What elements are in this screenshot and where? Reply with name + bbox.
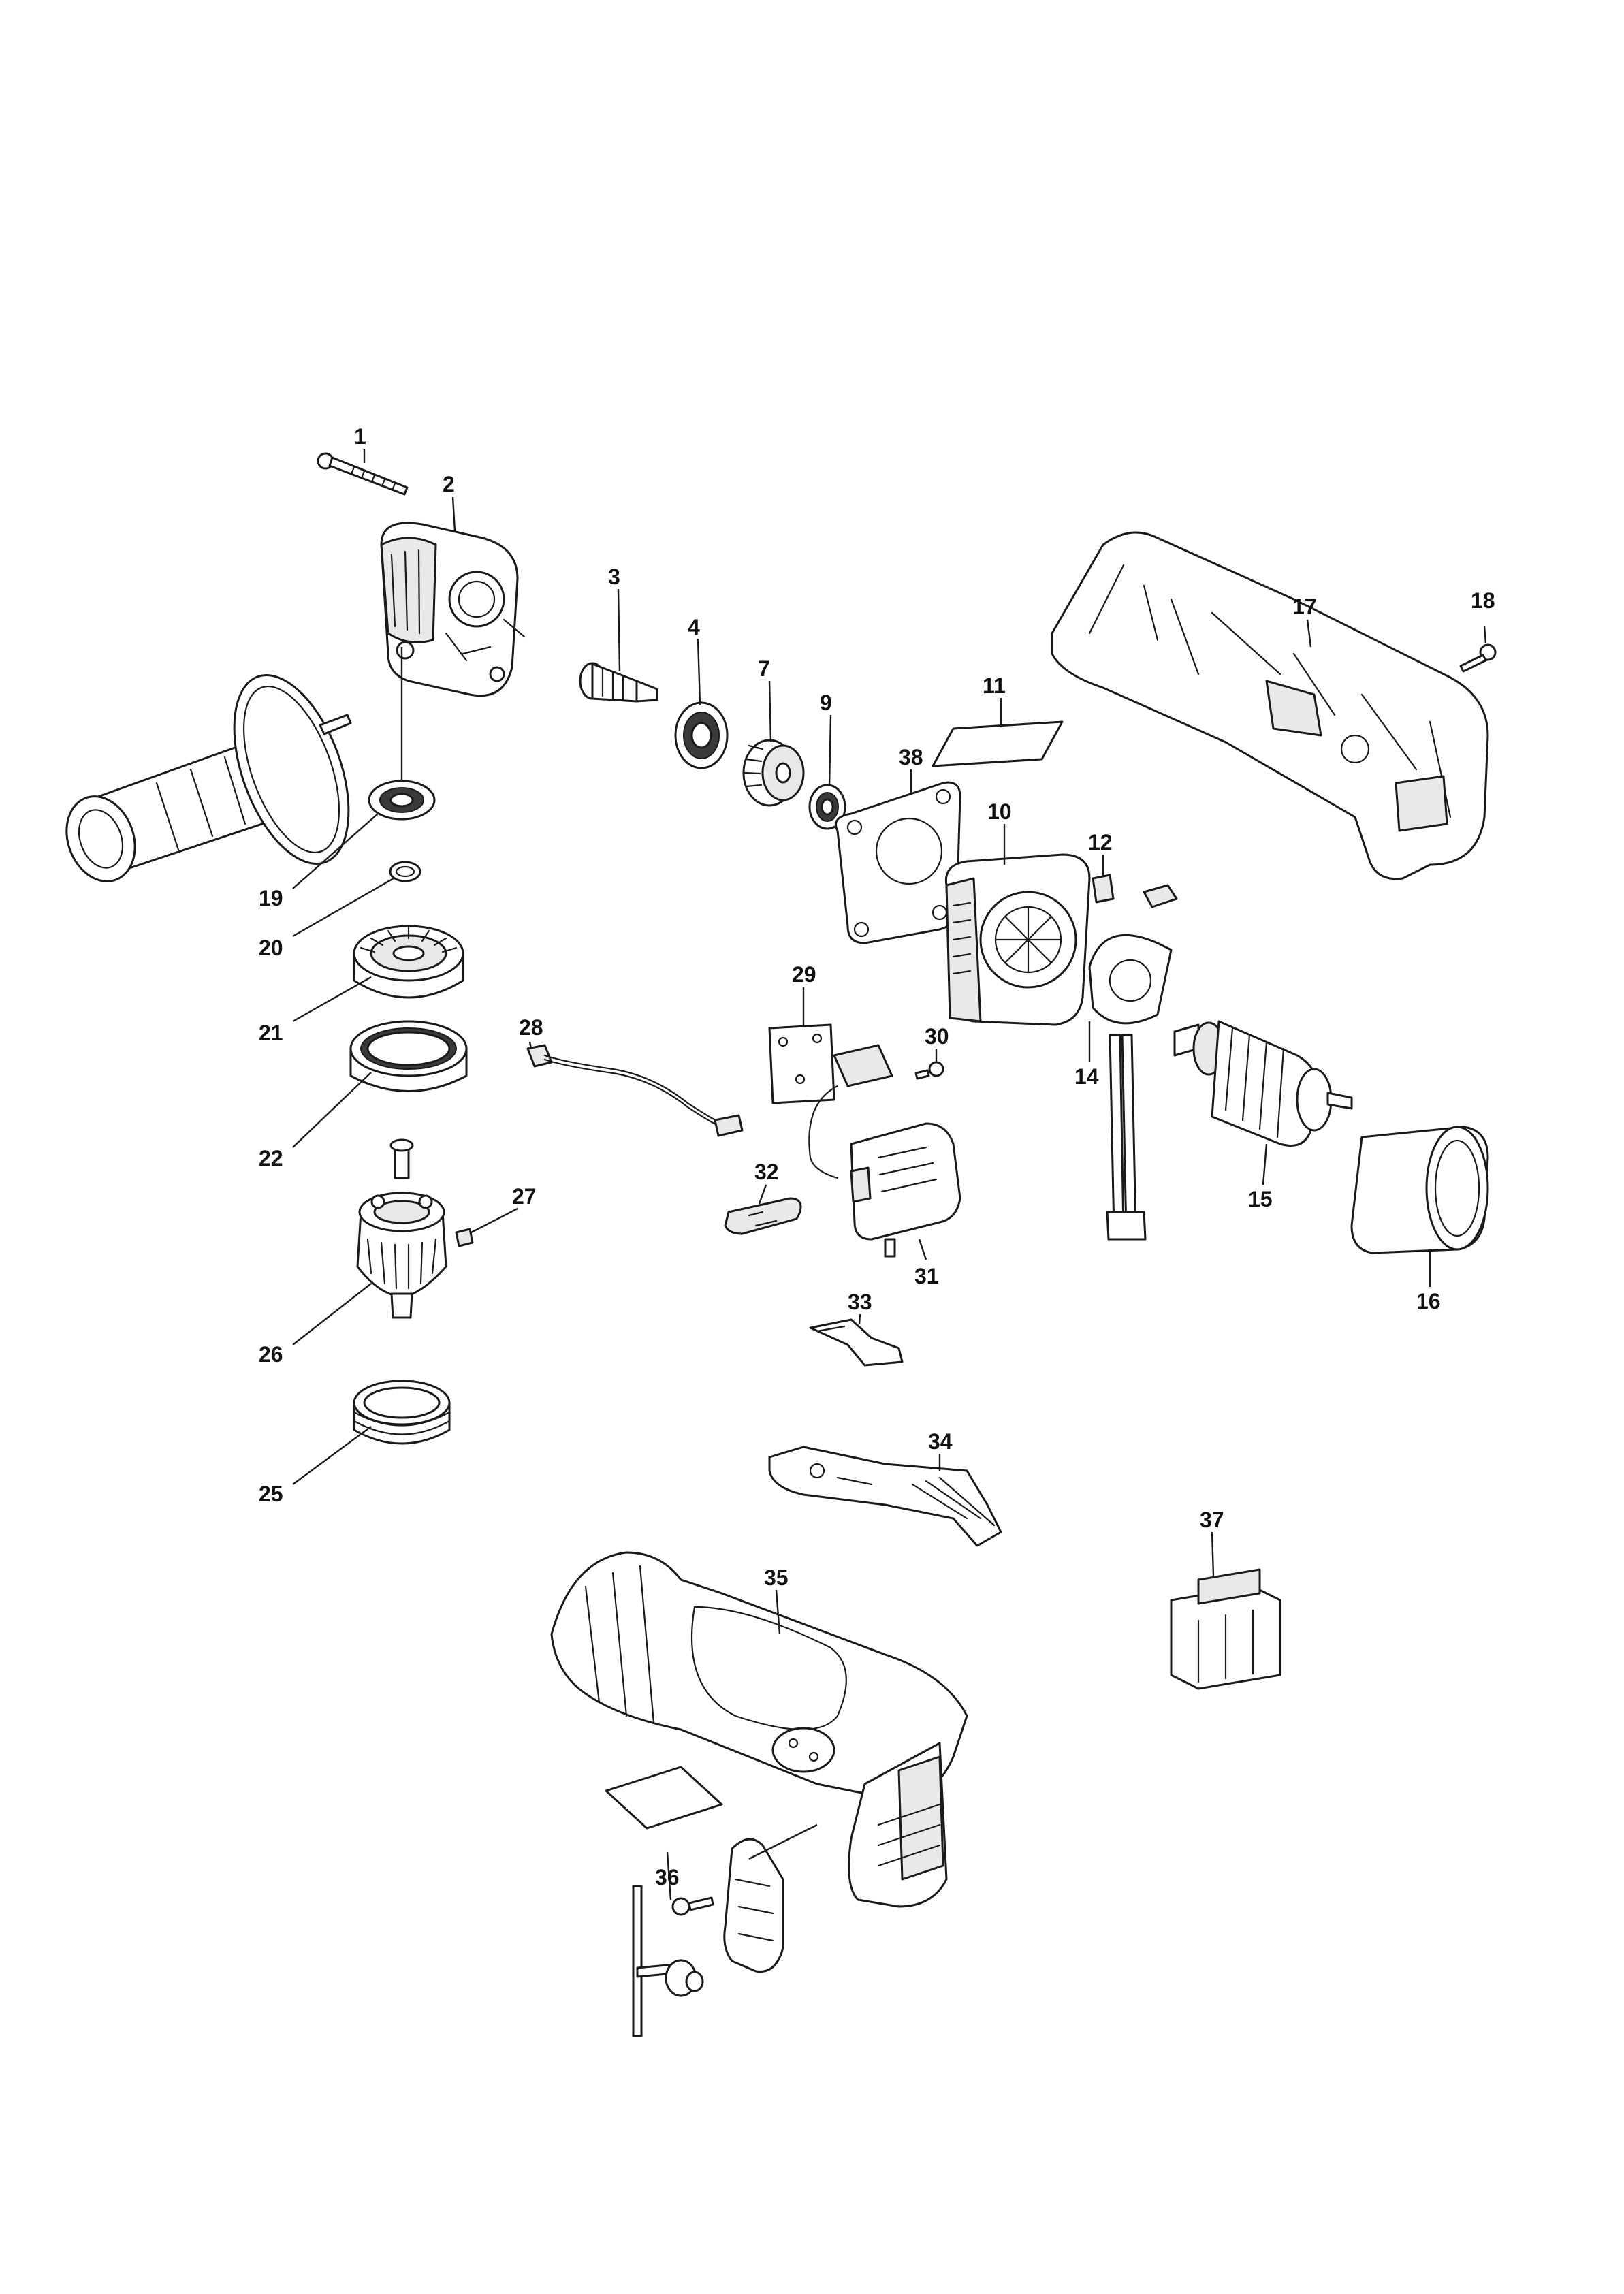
callout-32: 32 [754,1160,779,1184]
callout-9: 9 [820,690,832,715]
part-18-screw [1459,643,1497,673]
part-28-wire-harness [526,1044,744,1137]
part-36-accessories [605,1766,784,2037]
part-32-slide-button [724,1197,802,1235]
callout-30: 30 [925,1024,949,1049]
part-2-gear-housing [380,522,526,697]
callout-33: 33 [848,1290,872,1314]
callout-2: 2 [443,472,455,496]
part-34-switch-lever [768,1446,1002,1547]
side-handle [65,674,352,882]
callout-22: 22 [259,1146,283,1170]
callout-29: 29 [792,962,816,987]
part-9-bearing [808,784,846,830]
callout-19: 19 [259,886,283,910]
part-33-lever-spring [809,1318,904,1367]
part-20-retaining-ring [389,861,421,882]
part-17-housing-half [1051,531,1489,880]
callout-20: 20 [259,936,283,960]
part-22-seal [349,1020,468,1092]
part-15-armature [1173,1020,1353,1147]
callout-14: 14 [1074,1064,1099,1089]
callout-38: 38 [899,745,923,769]
callout-11: 11 [983,673,1006,698]
callout-16: 16 [1416,1289,1441,1313]
part-30-screw [914,1061,944,1080]
part-16-field-tube [1350,1126,1489,1254]
callout-21: 21 [259,1021,283,1045]
callout-35: 35 [764,1565,789,1590]
callout-28: 28 [519,1015,543,1040]
part-25-ring [353,1380,451,1445]
callout-27: 27 [512,1184,537,1209]
callout-25: 25 [259,1482,283,1506]
part-19-bearing [368,780,436,821]
callout-36: 36 [655,1865,680,1890]
part-21-bevel-gear [353,925,464,999]
callout-18: 18 [1471,588,1495,613]
part-7-gear [742,739,805,807]
part-3-spindle [579,662,658,703]
leader-lines [292,449,1487,1900]
part-31-switch [808,1044,961,1258]
part-1-bolt [317,452,409,496]
part-11-label [932,720,1064,767]
part-37-terminal [1170,1568,1281,1690]
callout-7: 7 [758,656,770,681]
callout-4: 4 [688,615,700,639]
callout-10: 10 [987,799,1012,824]
part-35-motor-housing [550,1551,968,1908]
callout-31: 31 [914,1264,939,1288]
part-4-bearing [674,701,729,769]
part-26-chuck-assembly [356,1138,447,1319]
part-10-fan-housing [944,853,1091,1026]
callout-26: 26 [259,1342,283,1367]
callout-15: 15 [1248,1187,1273,1211]
part-12-brushes [1092,874,1178,908]
part-27-block [455,1228,474,1247]
callout-12: 12 [1088,830,1113,855]
callout-37: 37 [1200,1508,1224,1532]
callout-34: 34 [928,1429,953,1454]
part-38-gasket [835,781,961,944]
callout-labels: 1 2 3 4 7 9 10 11 12 14 15 16 17 18 19 2… [259,424,1495,1890]
part-29-controller [768,1023,835,1104]
callout-3: 3 [608,564,620,589]
callout-17: 17 [1292,594,1317,619]
callout-1: 1 [354,424,366,449]
part-14-baffle [1088,934,1173,1241]
